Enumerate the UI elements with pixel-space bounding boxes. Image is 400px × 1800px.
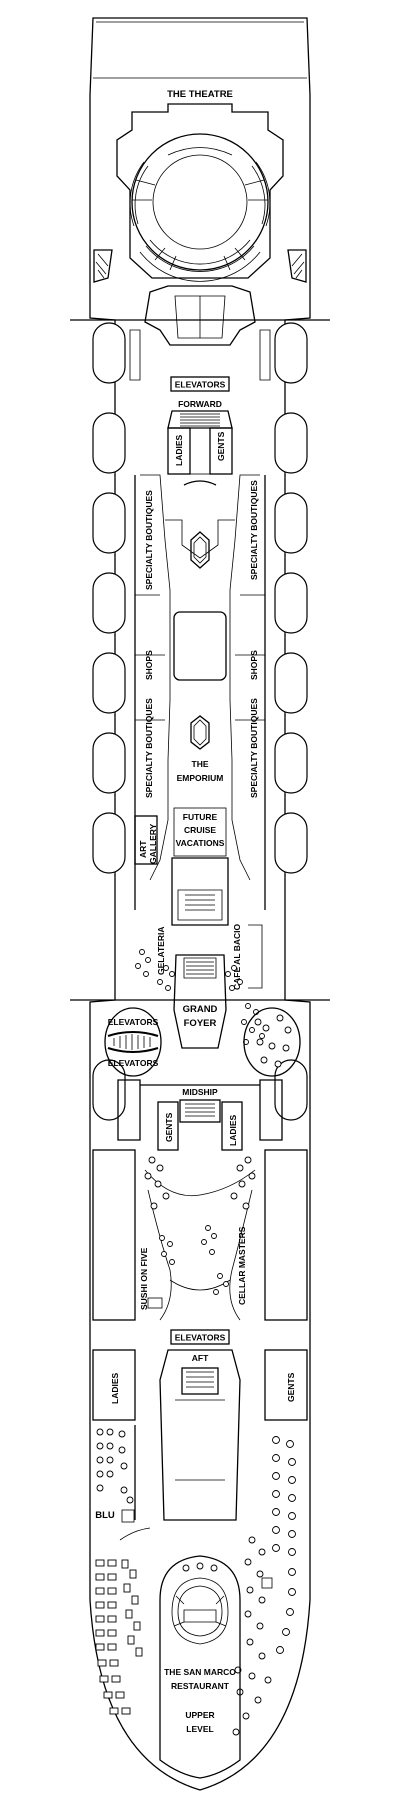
- sushi-cellar-area: SUSHI ON FIVE CELLAR MASTERS: [92, 1149, 308, 1321]
- future-cruise-label-line3: VACATIONS: [176, 838, 225, 848]
- shops-right-label: SHOPS: [249, 650, 259, 680]
- ladies-forward-label: LADIES: [174, 435, 184, 467]
- specialty-boutiques-left-1-label: SPECIALTY BOUTIQUES: [144, 490, 154, 590]
- hull-outline: [70, 17, 330, 1791]
- san-marco-area: THE SAN MARCO RESTAURANT UPPER LEVEL: [159, 1555, 241, 1779]
- gents-midship-label: GENTS: [164, 1112, 174, 1142]
- elevators-aft-label: ELEVATORS: [175, 1333, 226, 1343]
- elevators-port-lower-label: ELEVATORS: [108, 1058, 159, 1068]
- art-gallery-label-line2: GALLERY: [148, 823, 158, 864]
- shops-left-label: SHOPS: [144, 650, 154, 680]
- grand-foyer-area: GRAND FOYER: [135, 949, 265, 1049]
- forward-label: FORWARD: [178, 399, 222, 409]
- gelateria-label: GELATERIA: [156, 927, 166, 975]
- blu-label: BLU: [95, 1510, 115, 1521]
- upper-level-label-line1: UPPER: [185, 1710, 214, 1720]
- midship-label: MIDSHIP: [182, 1087, 218, 1097]
- specialty-boutiques-right-1-label: SPECIALTY BOUTIQUES: [249, 480, 259, 580]
- theatre-area: THE THEATRE: [93, 89, 307, 283]
- blu-restaurant-area: BLU: [95, 1425, 136, 1523]
- grand-foyer-label-line1: GRAND: [183, 1004, 218, 1015]
- lifeboats-port: [92, 322, 126, 1121]
- future-cruise-label-line2: CRUISE: [184, 825, 216, 835]
- gents-forward-label: GENTS: [216, 431, 226, 461]
- specialty-boutiques-right-2-label: SPECIALTY BOUTIQUES: [249, 698, 259, 798]
- stage-area: [129, 285, 271, 381]
- sushi-on-five-label: SUSHI ON FIVE: [139, 1247, 149, 1310]
- ladies-aft-label: LADIES: [110, 1373, 120, 1405]
- cellar-masters-label: CELLAR MASTERS: [237, 1226, 247, 1305]
- upper-level-label-line2: LEVEL: [186, 1724, 213, 1734]
- gents-aft-label: GENTS: [286, 1372, 296, 1402]
- san-marco-label-line1: THE SAN MARCO: [164, 1667, 236, 1677]
- theatre-label: THE THEATRE: [167, 89, 233, 100]
- grand-foyer-label-line2: FOYER: [184, 1018, 217, 1029]
- starboard-bulge-seating: [243, 1007, 301, 1077]
- art-gallery-area: ART GALLERY FUTURE CRUISE VACATIONS GELA…: [134, 807, 263, 991]
- emporium-label-line2: EMPORIUM: [177, 773, 224, 783]
- lifeboats-starboard: [274, 322, 308, 1121]
- cafe-al-bacio-label: CAFÉ AL BACIO: [232, 924, 242, 991]
- specialty-boutiques-left-2-label: SPECIALTY BOUTIQUES: [144, 698, 154, 798]
- aft-core: ELEVATORS AFT LADIES GENTS: [92, 1329, 308, 1521]
- elevator-bulge-port: ELEVATORS ELEVATORS: [104, 1007, 162, 1077]
- san-marco-label-line2: RESTAURANT: [171, 1681, 230, 1691]
- starboard-dining: [232, 1436, 296, 1736]
- port-dining: [95, 1527, 151, 1715]
- elevators-port-upper-label: ELEVATORS: [108, 1017, 159, 1027]
- aft-label: AFT: [192, 1353, 209, 1363]
- emporium-label-line1: THE: [192, 759, 209, 769]
- future-cruise-label-line1: FUTURE: [183, 812, 218, 822]
- ladies-midship-label: LADIES: [228, 1115, 238, 1147]
- midship-core: MIDSHIP GENTS LADIES: [117, 1079, 283, 1151]
- art-gallery-label-line1: ART: [138, 840, 148, 858]
- elevators-forward-label: ELEVATORS: [175, 380, 226, 390]
- forward-core: ELEVATORS FORWARD LADIES GENTS: [167, 376, 233, 486]
